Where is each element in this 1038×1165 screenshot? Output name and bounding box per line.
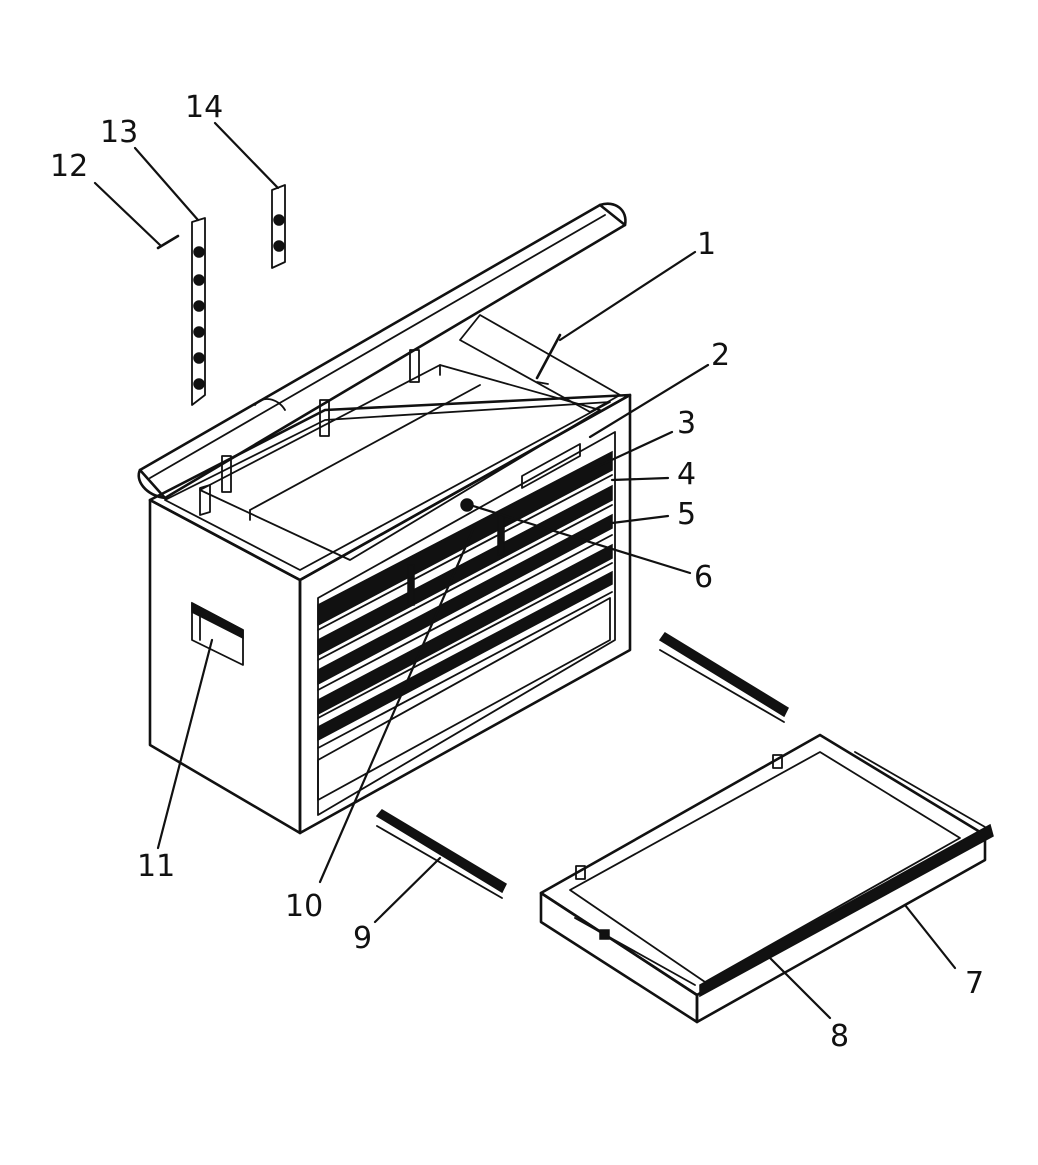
callout-2: 2 bbox=[711, 338, 730, 373]
drawer-slides bbox=[375, 631, 789, 899]
leader-9 bbox=[373, 856, 442, 924]
callout-5: 5 bbox=[677, 497, 696, 532]
leader-6 bbox=[468, 503, 692, 575]
callout-6: 6 bbox=[694, 560, 713, 595]
side-handle bbox=[191, 601, 244, 666]
callout-labels: 1 2 3 4 5 6 7 8 9 10 11 12 13 14 bbox=[50, 90, 984, 1054]
callout-14: 14 bbox=[185, 90, 223, 125]
leader-14 bbox=[213, 121, 280, 190]
leader-1 bbox=[558, 250, 697, 342]
leader-2 bbox=[588, 363, 710, 439]
callout-4: 4 bbox=[677, 457, 696, 492]
leader-3 bbox=[588, 430, 674, 472]
callout-9: 9 bbox=[353, 921, 372, 956]
callout-3: 3 bbox=[677, 406, 696, 441]
leader-8 bbox=[768, 956, 832, 1020]
tool-chest-lid bbox=[137, 202, 627, 500]
front-drawers bbox=[317, 450, 613, 749]
leader-13 bbox=[133, 146, 200, 222]
leader-12 bbox=[93, 181, 162, 247]
callout-7: 7 bbox=[965, 966, 984, 1001]
callout-11: 11 bbox=[137, 849, 175, 884]
leader-5 bbox=[610, 514, 670, 525]
leader-11 bbox=[156, 638, 214, 850]
leader-10 bbox=[318, 523, 477, 884]
leader-lines bbox=[93, 121, 957, 1020]
tool-chest-body bbox=[148, 314, 632, 835]
removed-drawer bbox=[539, 733, 994, 1024]
callout-8: 8 bbox=[830, 1019, 849, 1054]
callout-13: 13 bbox=[100, 115, 138, 150]
leader-4 bbox=[610, 476, 670, 482]
callout-1: 1 bbox=[697, 227, 716, 262]
leader-7 bbox=[903, 903, 957, 970]
callout-12: 12 bbox=[50, 149, 88, 184]
loose-parts bbox=[156, 184, 286, 406]
callout-10: 10 bbox=[285, 889, 323, 924]
